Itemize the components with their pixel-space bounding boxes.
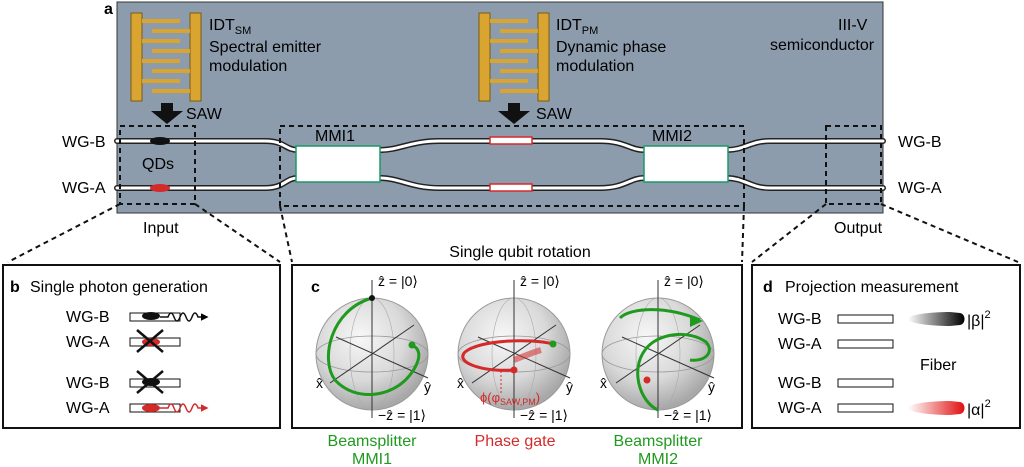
saw-label-right: SAW: [536, 106, 573, 123]
rotation-path-green: [326, 296, 421, 396]
phase-label: ϕ(φSAW,PM): [480, 390, 540, 407]
phase-rotation-path: [461, 339, 554, 372]
bloch-sphere-1: ẑ = |0⟩ −ẑ = |1⟩ x̂ ŷ: [315, 273, 431, 423]
semiconductor-label-2: semiconductor: [770, 37, 875, 54]
zoom-lines: [7, 203, 1019, 263]
state-point: [369, 295, 375, 301]
saw-arrow-left: [151, 103, 183, 124]
wg-b-right-label: WG-B: [898, 134, 942, 151]
state-point: [643, 376, 651, 384]
idt-sm-transducer: [130, 12, 202, 102]
z-bottom-label: −ẑ = |1⟩: [520, 407, 568, 423]
wg-a-right-label: WG-A: [898, 180, 942, 197]
photon-wave-red: [160, 403, 209, 413]
panel-b-row-3: WG-B: [66, 375, 110, 392]
wg-b-left-label: WG-B: [62, 134, 106, 151]
panel-b-row-4: WG-A: [66, 400, 110, 417]
photon-wave-black: [160, 312, 209, 322]
beta-label: |β|2: [967, 309, 991, 330]
rotation-arrowhead: [690, 315, 703, 327]
panel-a-letter: a: [104, 1, 113, 18]
qds-label: QDs: [142, 156, 174, 173]
quantum-dot-b: [150, 137, 170, 145]
z-bottom-label: −ẑ = |1⟩: [378, 407, 426, 423]
phase-section-bottom: [489, 183, 533, 192]
panel-d-row-4: WG-A: [778, 400, 822, 417]
idt-pm-label: IDTPM: [556, 17, 598, 37]
caption-beamsplitter-2: Beamsplitter: [614, 433, 704, 450]
mmi1-label: MMI1: [315, 128, 355, 145]
panel-d-title: Projection measurement: [785, 279, 959, 296]
rotation-path-green: [618, 308, 701, 322]
saw-arrow-right: [498, 103, 530, 124]
panel-d-row-3: WG-B: [778, 375, 822, 392]
waveguide-segment: [837, 339, 894, 349]
fiber-tip-black: [908, 312, 965, 326]
mmi2-label: MMI2: [652, 128, 692, 145]
panel-b-letter: b: [10, 279, 20, 296]
x-axis-label: x̂: [457, 375, 464, 391]
quantum-dot-a: [150, 184, 170, 192]
output-label: Output: [834, 220, 883, 237]
caption-mmi2: MMI2: [638, 451, 678, 467]
panel-d: d Projection measurement WG-B |β|2 WG-A …: [751, 264, 1021, 429]
wg-a-left-label: WG-A: [62, 180, 106, 197]
single-qubit-title: Single qubit rotation: [449, 244, 590, 261]
x-axis-label: x̂: [600, 375, 607, 391]
idt-sm-label: IDTSM: [209, 17, 251, 37]
state-point: [408, 341, 416, 349]
semiconductor-label-1: III-V: [838, 17, 868, 34]
idt-sm-desc-2: modulation: [209, 58, 287, 75]
idt-pm-transducer: [478, 12, 550, 102]
fiber-tip-red: [908, 401, 965, 415]
z-top-label: ẑ = |0⟩: [378, 273, 418, 289]
panel-b-row-2: WG-A: [66, 334, 110, 351]
saw-label-left: SAW: [186, 106, 223, 123]
y-axis-label: ŷ: [566, 379, 573, 395]
panel-b-row-1: WG-B: [66, 309, 110, 326]
idt-pm-desc-1: Dynamic phase: [556, 39, 666, 56]
rotation-path-green: [636, 332, 711, 412]
panel-c: c ẑ = |0⟩ −ẑ = |1⟩ x̂ ŷ: [291, 264, 743, 467]
state-point: [510, 366, 518, 374]
blocked-cross-icon: [136, 370, 164, 394]
blocked-cross-icon: [136, 329, 164, 353]
waveguide-segment: [837, 378, 894, 388]
z-top-label: ẑ = |0⟩: [664, 273, 704, 289]
panel-c-letter: c: [311, 279, 320, 296]
waveguide-segment: [837, 314, 894, 324]
y-axis-label: ŷ: [708, 379, 715, 395]
idt-pm-desc-2: modulation: [556, 58, 634, 75]
panel-d-row-1: WG-B: [778, 311, 822, 328]
caption-beamsplitter-1: Beamsplitter: [328, 433, 418, 450]
fiber-label: Fiber: [920, 357, 957, 374]
region-boxes: [119, 125, 882, 207]
idt-sm-desc-1: Spectral emitter: [209, 39, 322, 56]
semiconductor-chip: [116, 1, 884, 214]
waveguide-segment: [837, 403, 894, 413]
z-top-label: ẑ = |0⟩: [520, 273, 560, 289]
bloch-sphere-3: ẑ = |0⟩ −ẑ = |1⟩ x̂ ŷ: [600, 273, 715, 423]
quantum-dot: [142, 312, 160, 320]
panel-d-row-2: WG-A: [778, 336, 822, 353]
caption-mmi1: MMI1: [352, 451, 392, 467]
quantum-dot: [142, 404, 160, 412]
panel-b-title: Single photon generation: [30, 279, 208, 296]
z-bottom-label: −ẑ = |1⟩: [664, 407, 712, 423]
alpha-label: |α|2: [967, 398, 991, 419]
panel-d-letter: d: [763, 279, 773, 296]
bloch-sphere-2: ẑ = |0⟩ −ẑ = |1⟩ x̂ ŷ ϕ(φSAW,PM): [457, 273, 573, 423]
mmi2-box: [643, 145, 729, 183]
input-label: Input: [143, 220, 179, 237]
panel-a: a SAW IDTSM Spectral emitter modulation: [7, 1, 1019, 263]
state-point: [549, 340, 557, 348]
phase-section-top: [489, 136, 533, 145]
mmi1-box: [295, 145, 381, 183]
panel-b: b Single photon generation WG-B WG-A WG-…: [2, 264, 281, 429]
caption-phase-gate: Phase gate: [475, 433, 556, 450]
y-axis-label: ŷ: [424, 379, 431, 395]
x-axis-label: x̂: [316, 375, 323, 391]
